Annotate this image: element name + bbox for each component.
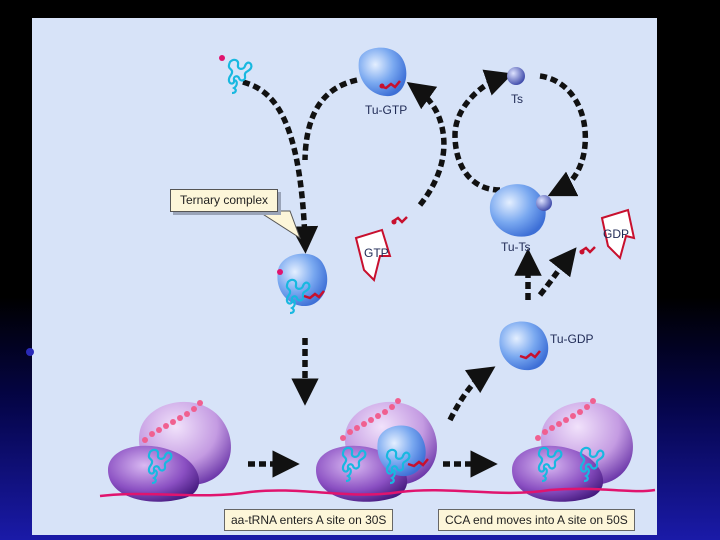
mrna-strand — [99, 487, 656, 498]
caption-a-site-50s: CCA end moves into A site on 50S — [438, 509, 635, 531]
arrow-ts-to-tuts — [539, 73, 589, 197]
ribosome-3 — [512, 398, 633, 502]
aminoacyl-trna — [219, 55, 253, 95]
arrow-to-tugdp — [447, 366, 496, 422]
arrow-gdp-release — [537, 247, 577, 297]
label-gtp: GTP — [364, 246, 389, 260]
ef-tu-ts — [489, 184, 552, 237]
label-tu-ts: Tu-Ts — [501, 240, 531, 254]
label-tu-gdp: Tu-GDP — [550, 332, 594, 346]
ef-tu-gtp — [358, 47, 407, 97]
ts-sphere — [507, 67, 525, 85]
gtp-molecule — [354, 216, 408, 282]
slide-bullet — [26, 348, 34, 356]
label-gdp: GDP — [603, 227, 629, 241]
label-ts: Ts — [511, 92, 523, 106]
gdp-molecule — [579, 208, 636, 260]
ef-tu-gdp — [499, 321, 549, 371]
ribosome-1 — [108, 400, 231, 502]
ribosome-2 — [316, 398, 437, 502]
caption-a-site-30s: aa-tRNA enters A site on 30S — [224, 509, 394, 531]
arrow-gtp-to-tugtp — [406, 82, 447, 207]
ternary-complex — [277, 253, 328, 315]
ternary-complex-callout: Ternary complex — [170, 189, 278, 212]
arrow-tuts-to-ts — [452, 69, 513, 193]
label-tu-gtp: Tu-GTP — [365, 103, 407, 117]
arrows — [242, 69, 589, 478]
callout-pointer — [256, 210, 301, 240]
arrow-tugtp-to-complex — [302, 77, 358, 161]
